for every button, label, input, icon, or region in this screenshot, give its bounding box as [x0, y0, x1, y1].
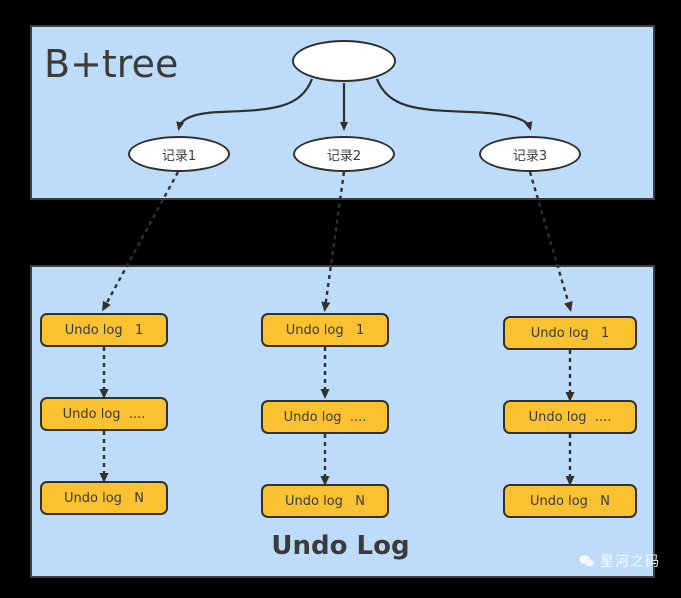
- edge-record-1-to-undo-1: [102, 171, 180, 312]
- watermark-text: 星河之码: [600, 554, 660, 570]
- undo-log-box-3-3[interactable]: Undo log N: [503, 484, 637, 518]
- wechat-icon: [579, 554, 594, 567]
- edge-root-to-record-1: [176, 78, 314, 131]
- btree-title: B+tree: [44, 42, 179, 86]
- undo-log-box-2-1[interactable]: Undo log 1: [261, 313, 389, 347]
- undo-log-box-3-2[interactable]: Undo log ....: [503, 400, 637, 434]
- edge-root-to-record-3: [375, 78, 533, 131]
- btree-root-node[interactable]: [292, 40, 396, 82]
- edge-record-2-to-undo-1: [321, 171, 346, 312]
- undo-log-box-1-1[interactable]: Undo log 1: [40, 313, 168, 347]
- undo-log-box-2-3[interactable]: Undo log N: [261, 484, 389, 518]
- btree-record-node-1[interactable]: 记录1: [128, 136, 230, 172]
- edge-record-3-to-undo-1: [528, 171, 573, 312]
- undo-log-box-2-2[interactable]: Undo log ....: [261, 400, 389, 434]
- undo-log-box-3-1[interactable]: Undo log 1: [503, 316, 637, 350]
- watermark: 星河之码: [578, 551, 660, 571]
- undo-log-title: Undo Log: [271, 531, 410, 561]
- btree-record-node-3[interactable]: 记录3: [479, 136, 581, 172]
- undo-log-box-1-2[interactable]: Undo log ....: [40, 397, 168, 431]
- btree-record-node-2[interactable]: 记录2: [293, 136, 395, 172]
- undo-log-box-1-3[interactable]: Undo log N: [40, 481, 168, 515]
